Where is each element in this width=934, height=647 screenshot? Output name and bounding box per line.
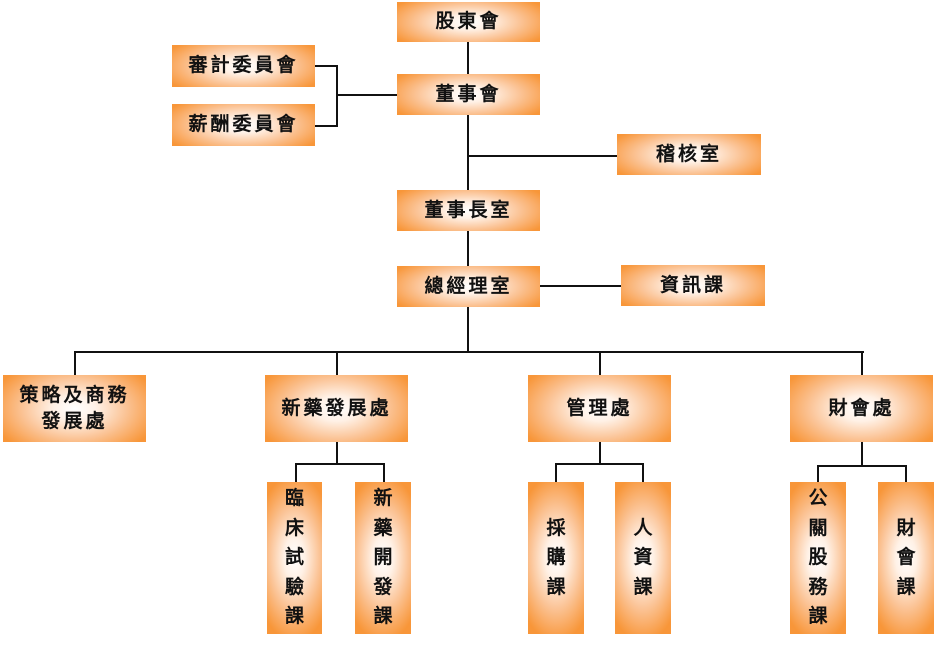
node-label: 總經理室 — [424, 274, 513, 297]
node-label: 臨床試驗課 — [285, 487, 305, 628]
connector-procurement — [555, 463, 557, 482]
node-label: 董事長室 — [424, 198, 513, 221]
node-label: 董事會 — [435, 82, 502, 105]
node-label-line1: 策略及商務 — [19, 383, 130, 406]
node-it-section: 資訊課 — [621, 265, 765, 306]
node-strategy-dept: 策略及商務 發展處 — [3, 375, 146, 442]
node-label: 薪酬委員會 — [188, 113, 299, 136]
connector-accounting — [905, 465, 907, 482]
node-accounting-section: 財會課 — [878, 482, 934, 634]
connector-hr — [642, 463, 644, 482]
connector-drop-new-drug — [336, 351, 338, 375]
connector-new-drug-stem — [336, 442, 338, 464]
node-label: 股東會 — [435, 10, 502, 33]
connector-it-section — [540, 285, 621, 287]
node-chairman-office: 董事長室 — [397, 190, 540, 231]
connector-ir — [817, 465, 819, 482]
connector-chairman-president — [467, 231, 469, 266]
node-label: 財會處 — [828, 396, 895, 419]
connector-board-chairman — [467, 115, 469, 190]
node-label: 資訊課 — [659, 273, 726, 296]
node-management-dept: 管理處 — [528, 375, 671, 442]
connector-drop-strategy — [74, 351, 76, 375]
node-hr-section: 人資課 — [615, 482, 671, 634]
node-president-office: 總經理室 — [397, 266, 540, 307]
node-ir-section: 公關股務課 — [790, 482, 846, 634]
node-finance-dept: 財會處 — [790, 375, 933, 442]
node-new-drug-dept: 新藥發展處 — [265, 375, 408, 442]
connector-management-stem — [599, 442, 601, 464]
connector-committees-bracket — [336, 65, 338, 127]
connector-clinical-trial — [295, 463, 297, 482]
node-label: 公關股務課 — [808, 487, 828, 628]
node-label: 稽核室 — [655, 142, 722, 165]
node-board: 董事會 — [397, 74, 540, 115]
connector-shareholders-board — [467, 42, 469, 74]
connector-management-bracket — [555, 463, 644, 465]
connector-remuneration-committee — [315, 125, 338, 127]
connector-internal-audit — [467, 155, 617, 157]
node-label: 審計委員會 — [188, 54, 299, 77]
connector-finance-stem — [861, 442, 863, 466]
node-audit-committee: 審計委員會 — [172, 45, 315, 87]
node-procurement-section: 採購課 — [528, 482, 584, 634]
node-label: 財會課 — [896, 516, 916, 598]
node-drug-development-section: 新藥開發課 — [355, 482, 411, 634]
node-label: 管理處 — [566, 396, 633, 419]
node-label: 新藥開發課 — [373, 487, 393, 628]
connector-committees-board — [336, 94, 397, 96]
node-internal-audit: 稽核室 — [617, 134, 761, 175]
node-shareholders: 股東會 — [397, 2, 540, 42]
node-clinical-trial-section: 臨床試驗課 — [267, 482, 322, 634]
node-label: 新藥發展處 — [281, 396, 392, 419]
node-label: 人資課 — [633, 516, 653, 598]
connector-drug-development — [383, 463, 385, 482]
node-label-line2: 發展處 — [41, 409, 108, 432]
connector-drop-finance — [861, 351, 863, 375]
connector-new-drug-bracket — [295, 463, 385, 465]
connector-audit-committee — [315, 65, 338, 67]
node-label: 採購課 — [546, 516, 566, 598]
connector-department-bus — [74, 351, 864, 353]
connector-president-bus — [467, 307, 469, 352]
node-remuneration-committee: 薪酬委員會 — [172, 104, 315, 146]
connector-drop-management — [599, 351, 601, 375]
connector-finance-bracket — [817, 465, 907, 467]
